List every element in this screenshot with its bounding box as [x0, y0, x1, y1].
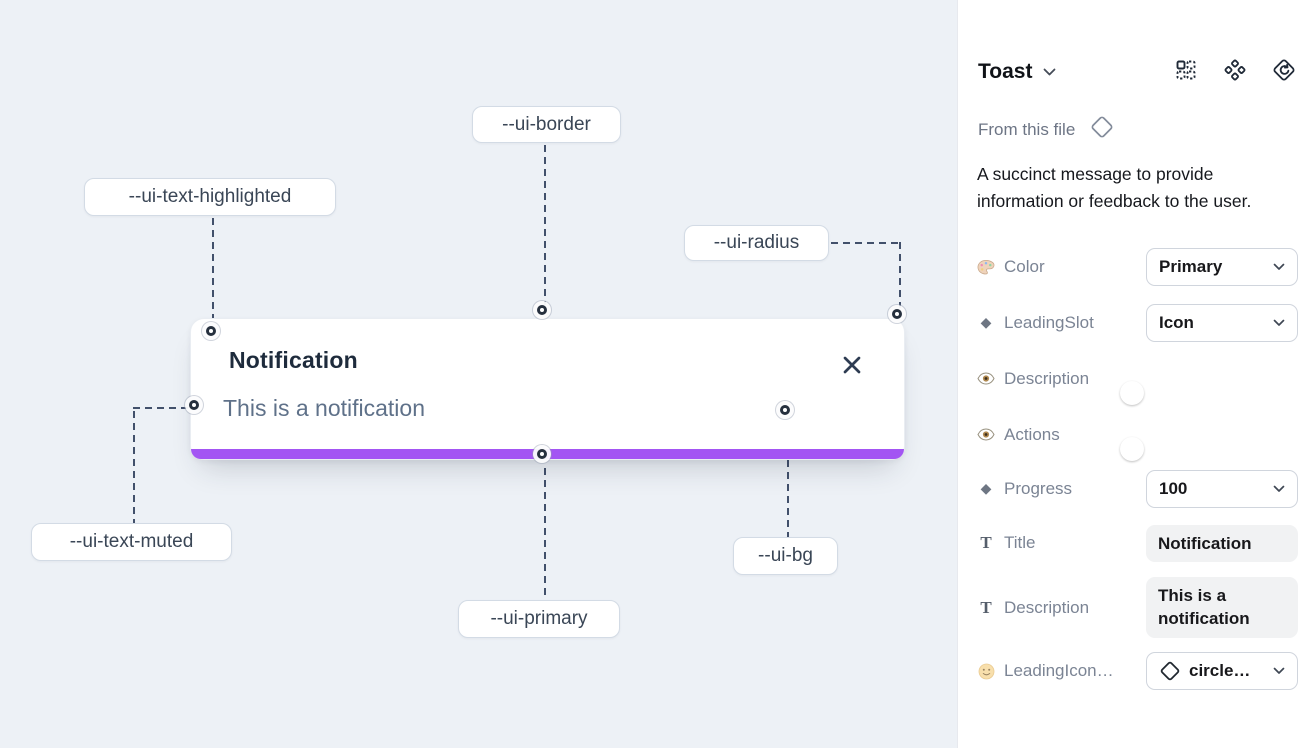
prop-label-text: Actions: [1004, 424, 1060, 444]
prop-row-description-field: T Description This is a notification: [977, 577, 1298, 638]
variants-icon[interactable]: [1223, 58, 1247, 82]
node-handle-title: [206, 326, 216, 336]
prop-row-actions-toggle: Actions: [977, 420, 1298, 461]
prop-label: LeadingIcon…: [977, 661, 1114, 681]
node-handle-primary: [537, 449, 547, 459]
prop-label: T Description: [977, 598, 1089, 618]
toast-progress-bar: [191, 449, 904, 459]
var-label-ui-text-highlighted: --ui-text-highlighted: [84, 178, 336, 216]
toast-description: This is a notification: [223, 395, 425, 421]
palette-icon: [977, 259, 995, 276]
source-label: From this file: [978, 119, 1076, 139]
connector-ui-border: [544, 145, 546, 305]
select-value: Icon: [1159, 313, 1194, 332]
text-icon: T: [980, 533, 992, 552]
prop-row-leadingslot: ◆ LeadingSlot Icon: [977, 304, 1298, 342]
prop-row-progress: ◆ Progress 100: [977, 470, 1298, 508]
prop-row-description-toggle: Description: [977, 364, 1298, 405]
connector-ui-text-highlighted: [212, 218, 214, 326]
chevron-down-icon: [1273, 667, 1285, 674]
prop-label-text: LeadingIcon…: [1004, 661, 1114, 680]
close-icon[interactable]: [840, 353, 864, 377]
prop-label-text: LeadingSlot: [1004, 313, 1094, 332]
description-field[interactable]: This is a notification: [1146, 577, 1298, 638]
chevron-down-icon[interactable]: [1043, 68, 1056, 76]
properties-panel: Toast: [957, 0, 1312, 748]
select-value: circle…: [1189, 661, 1251, 680]
select-value: 100: [1159, 479, 1188, 498]
connector-ui-bg: [787, 424, 789, 537]
var-label-ui-bg: --ui-bg: [733, 537, 838, 575]
toast-component-preview[interactable]: Notification This is a notification: [190, 318, 905, 460]
diamond-outline-icon: [1159, 660, 1181, 682]
chevron-down-icon: [1273, 263, 1285, 270]
panel-header: Toast: [978, 56, 1296, 88]
color-select[interactable]: Primary: [1146, 248, 1298, 286]
leadingicon-select[interactable]: circle…: [1146, 652, 1298, 690]
prop-label-text: Description: [1004, 597, 1090, 617]
prop-label-text: Color: [1004, 257, 1045, 276]
connector-ui-text-muted-h: [133, 407, 188, 409]
connector-ui-radius-v: [899, 242, 901, 308]
smiley-icon: [977, 663, 995, 680]
component-return-icon[interactable]: [1272, 58, 1296, 82]
prop-label-text: Description: [1004, 368, 1090, 388]
prop-label-text: Title: [1004, 533, 1036, 552]
var-label-text: --ui-text-muted: [69, 531, 194, 552]
var-label-text: --ui-text-highlighted: [128, 186, 292, 207]
prop-row-color: Color Primary: [977, 248, 1298, 286]
select-value: Primary: [1159, 257, 1223, 276]
prop-label: ◆ LeadingSlot: [977, 313, 1094, 333]
toggle-knob: [1120, 380, 1144, 405]
var-label-text: --ui-primary: [490, 608, 588, 629]
connector-ui-primary: [544, 468, 546, 600]
prop-label: T Title: [977, 533, 1036, 553]
connector-ui-radius-h: [831, 242, 901, 244]
var-label-ui-radius: --ui-radius: [684, 225, 829, 261]
var-label-ui-primary: --ui-primary: [458, 600, 620, 638]
chevron-down-icon: [1273, 485, 1285, 492]
diamond-icon: ◆: [980, 315, 992, 331]
eye-icon: [977, 372, 995, 385]
prop-row-leadingicon: LeadingIcon… circle…: [977, 652, 1298, 690]
node-handle-radius: [892, 309, 902, 319]
diamond-icon: ◆: [980, 481, 992, 497]
leadingslot-select[interactable]: Icon: [1146, 304, 1298, 342]
progress-select[interactable]: 100: [1146, 470, 1298, 508]
eye-icon: [977, 428, 995, 441]
diamond-outline-icon: [1089, 114, 1115, 145]
panel-toolbar: [1174, 58, 1296, 82]
var-label-ui-border: --ui-border: [472, 106, 621, 143]
var-label-text: --ui-bg: [758, 545, 813, 566]
prop-label: Color: [977, 257, 1045, 277]
prop-label: Actions: [977, 425, 1060, 445]
node-handle-muted: [189, 400, 199, 410]
component-description: A succinct message to provide informatio…: [977, 164, 1252, 211]
chevron-down-icon: [1273, 319, 1285, 326]
component-grid-icon[interactable]: [1174, 58, 1198, 82]
title-field[interactable]: Notification: [1146, 524, 1298, 562]
toast-title: Notification: [229, 347, 358, 373]
prop-label: Description: [977, 369, 1089, 389]
toggle-knob: [1120, 436, 1144, 461]
connector-ui-text-muted-v: [133, 411, 135, 523]
component-title[interactable]: Toast: [978, 60, 1033, 83]
node-handle-border: [537, 305, 547, 315]
prop-row-title: T Title Notification: [977, 523, 1298, 563]
node-handle-bg: [780, 405, 790, 415]
source-row: From this file: [978, 114, 1115, 145]
var-label-text: --ui-radius: [713, 232, 800, 253]
design-canvas[interactable]: Notification This is a notification --ui…: [0, 0, 957, 748]
var-label-ui-text-muted: --ui-text-muted: [31, 523, 232, 561]
prop-label-text: Progress: [1004, 479, 1073, 498]
text-icon: T: [980, 597, 992, 617]
var-label-text: --ui-border: [502, 113, 591, 135]
prop-label: ◆ Progress: [977, 479, 1072, 499]
